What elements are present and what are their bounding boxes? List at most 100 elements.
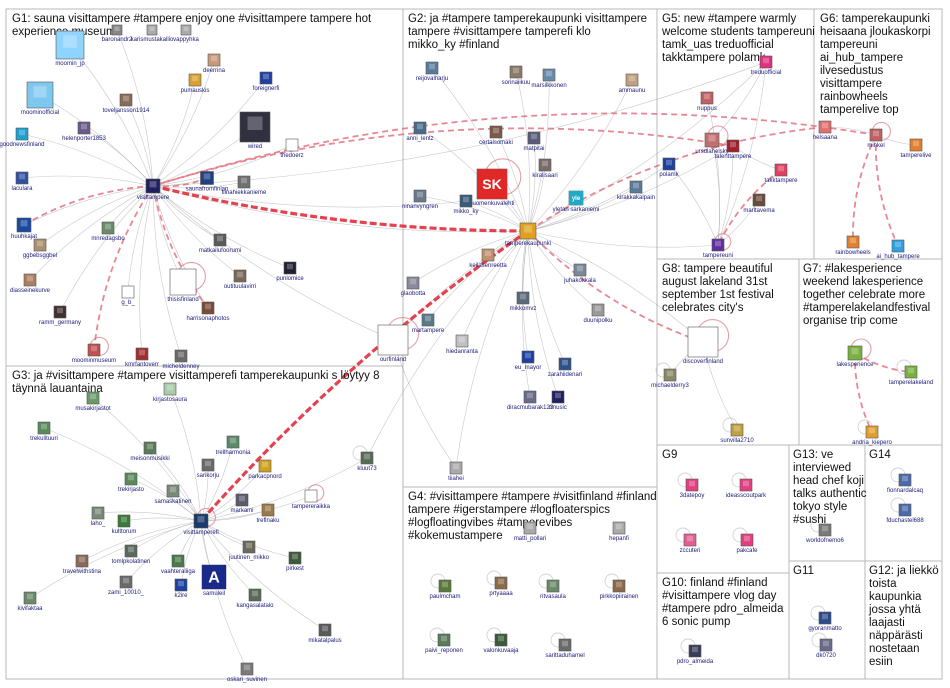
node[interactable]: markami: [230, 493, 254, 514]
node[interactable]: moominmuseum: [72, 343, 116, 364]
node[interactable]: paivi_reponen: [425, 633, 463, 654]
node[interactable]: worldofnemo6: [805, 523, 845, 544]
node[interactable]: baronandr2: [102, 24, 133, 43]
node[interactable]: treflnaku: [256, 503, 280, 524]
node[interactable]: discoverfinland: [683, 326, 723, 365]
node[interactable]: mikko_ky: [453, 194, 479, 215]
node[interactable]: matti_pollari: [514, 521, 546, 542]
node[interactable]: punlomice: [276, 261, 304, 282]
node[interactable]: tampereraikka: [292, 489, 331, 510]
node[interactable]: travelwithstina: [63, 554, 102, 575]
node[interactable]: fduchastel688: [886, 503, 924, 524]
node[interactable]: parkacpnord: [248, 459, 282, 480]
node[interactable]: moominofficial: [21, 81, 59, 116]
node[interactable]: mihkel: [867, 128, 885, 149]
node[interactable]: rainbowheels: [835, 235, 871, 256]
node[interactable]: hepanfi: [609, 521, 629, 542]
node[interactable]: tamperelakeland: [889, 365, 933, 386]
node[interactable]: ursulahelsky: [695, 132, 729, 155]
node[interactable]: mnredagsbo: [91, 221, 125, 242]
node[interactable]: diasseinekurve: [10, 273, 51, 294]
node[interactable]: andria_kiepero: [852, 425, 893, 446]
node[interactable]: takktampere: [764, 163, 798, 184]
node[interactable]: martampere: [412, 313, 445, 334]
node[interactable]: kulttorum: [112, 514, 137, 535]
node[interactable]: thisisfinland: [167, 268, 199, 303]
node[interactable]: musakirjastot: [75, 391, 111, 412]
node[interactable]: trellharmonia: [216, 435, 251, 456]
node[interactable]: thedoerz: [280, 138, 304, 159]
node[interactable]: tomlpkolatinen: [112, 544, 151, 565]
node[interactable]: vaahteraliiga: [161, 554, 196, 575]
node[interactable]: kivifaktaa: [17, 591, 43, 612]
node[interactable]: k2ire: [174, 578, 188, 599]
node[interactable]: glaobotta: [401, 276, 426, 297]
node[interactable]: hiedanranta: [446, 334, 479, 355]
node[interactable]: sorinaiikuu: [502, 65, 531, 86]
node[interactable]: eu_mayor: [515, 350, 542, 371]
node[interactable]: ai_hub_tampere: [876, 239, 920, 260]
node[interactable]: saunafromfinlan: [186, 171, 229, 193]
node[interactable]: marsilkkonen: [531, 68, 567, 89]
node[interactable]: nuppus: [697, 91, 717, 112]
node[interactable]: ramm_germany: [39, 305, 81, 326]
node[interactable]: karismustakallio: [131, 24, 174, 43]
node[interactable]: samaskatinen: [154, 484, 192, 505]
node[interactable]: michaelderry3: [651, 368, 690, 389]
node[interactable]: ritvasaula: [540, 579, 566, 600]
node[interactable]: polamk: [659, 157, 680, 178]
node[interactable]: duunipolku: [583, 303, 613, 324]
node[interactable]: trekulituuri: [30, 421, 58, 442]
node[interactable]: diracmubarak123: [507, 390, 554, 411]
node[interactable]: ourfinland: [377, 324, 409, 363]
node[interactable]: kangasalatalo: [236, 588, 274, 609]
node[interactable]: dk0720: [816, 638, 837, 659]
node[interactable]: helsaana: [813, 120, 838, 141]
node[interactable]: fionnardalcaq: [887, 473, 923, 494]
node[interactable]: sarittaduhamel: [545, 638, 585, 659]
node[interactable]: paulmcham: [429, 579, 461, 600]
node[interactable]: matkailufoorumi: [199, 233, 241, 254]
node[interactable]: micheldenney: [162, 349, 200, 370]
node[interactable]: kirakkakalpain: [617, 180, 655, 201]
node[interactable]: tamperelive: [900, 138, 932, 159]
node[interactable]: tiiahei: [448, 461, 464, 482]
node[interactable]: ninanvyngren: [402, 189, 438, 210]
node[interactable]: certalsomaki: [479, 125, 513, 146]
node[interactable]: gyoranmatto: [808, 611, 842, 632]
node[interactable]: tiinahiekkanieme: [222, 175, 267, 196]
node[interactable]: tamperekaupunki: [505, 222, 551, 247]
node[interactable]: oskari_suvinen: [227, 662, 267, 683]
node[interactable]: pirkkopiirainen: [600, 579, 639, 600]
node[interactable]: vappyhka: [173, 24, 200, 43]
node[interactable]: meisonmusikki: [130, 441, 170, 462]
node[interactable]: mikatalpalus: [308, 623, 342, 644]
node[interactable]: juhakokkala: [563, 263, 597, 284]
node[interactable]: 3datepoy: [680, 478, 705, 499]
node[interactable]: trekirjasto: [118, 472, 145, 493]
node[interactable]: kiralisaari: [532, 158, 558, 179]
node[interactable]: keilasenreetta: [469, 248, 507, 269]
node[interactable]: zami_10010_: [108, 575, 145, 596]
node[interactable]: prtyaaaa: [489, 576, 513, 597]
node[interactable]: juutinen_mikko: [228, 540, 270, 561]
node[interactable]: huuhkajat: [11, 217, 37, 240]
node[interactable]: zccuteri: [680, 533, 701, 554]
node[interactable]: visittampere: [137, 178, 170, 201]
node[interactable]: foreignerfi: [253, 71, 280, 92]
node[interactable]: marltavema: [743, 193, 775, 214]
node[interactable]: zarahiidenari: [548, 357, 582, 378]
node[interactable]: kluut73: [357, 451, 377, 472]
node[interactable]: toveljansson1914: [103, 93, 150, 114]
node[interactable]: reijovalharju: [416, 61, 448, 82]
node[interactable]: visittamperefi: [183, 513, 219, 536]
node[interactable]: sunvilla2710: [720, 423, 754, 444]
node[interactable]: laho_: [91, 506, 106, 527]
node[interactable]: ideasscoutpark: [726, 478, 767, 499]
node[interactable]: helenporter1853: [62, 121, 107, 142]
node[interactable]: ggbebsggbel: [23, 238, 57, 259]
node[interactable]: kirjastosaura: [153, 382, 188, 403]
node[interactable]: deerrina: [203, 53, 226, 74]
node[interactable]: g_b_: [121, 285, 135, 306]
node[interactable]: talenttampere: [715, 139, 752, 160]
